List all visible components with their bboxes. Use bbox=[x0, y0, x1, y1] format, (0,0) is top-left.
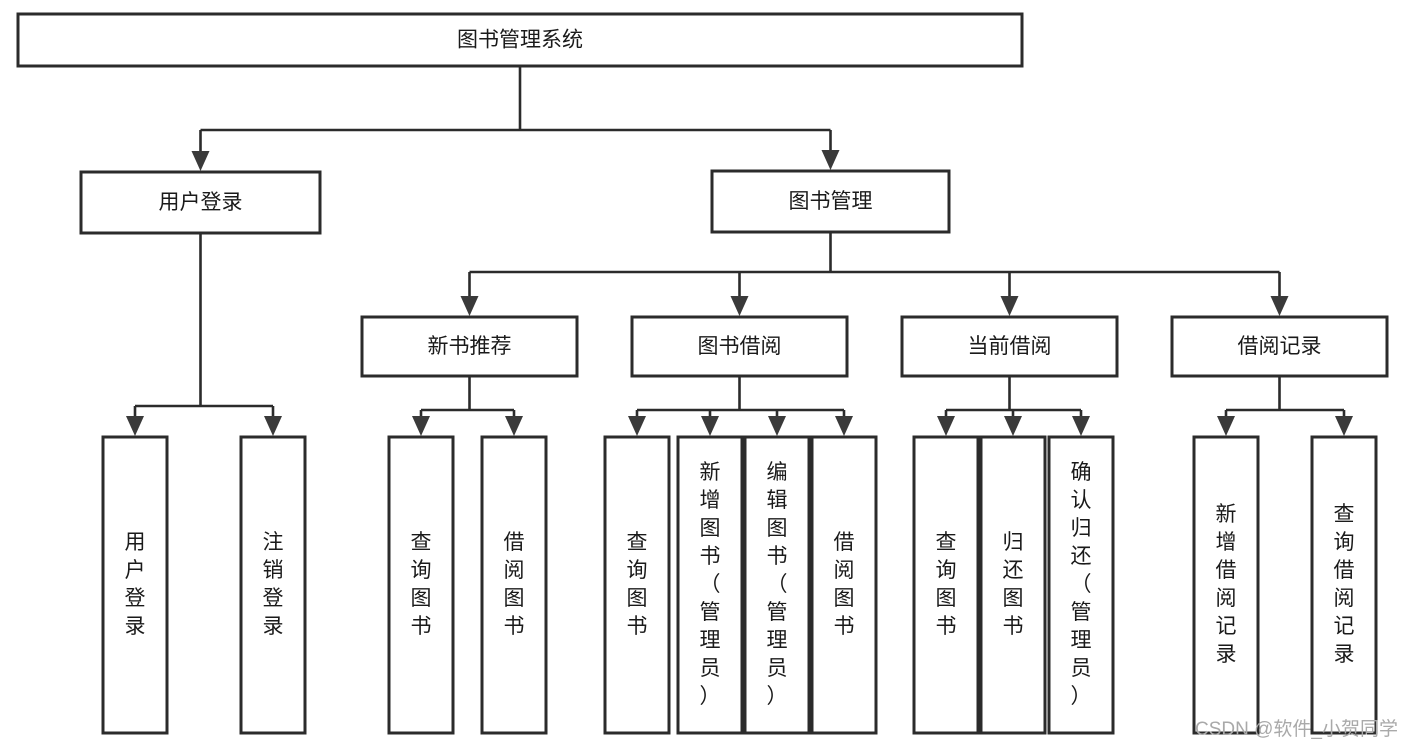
node-label-leaf-confirm-return-admin: 确认归还（管理员） bbox=[1071, 461, 1092, 708]
node-label-leaf-query-book-current: 查询图书 bbox=[936, 531, 957, 638]
node-box-leaf-edit-book-admin bbox=[743, 435, 811, 735]
node-label-leaf-query-book-borrow: 查询图书 bbox=[627, 531, 648, 638]
node-label-leaf-add-book-admin: 新增图书（管理员） bbox=[700, 461, 721, 708]
arrow-head-icon bbox=[701, 416, 719, 436]
node-leaf-borrow-book[interactable]: 借阅图书 bbox=[810, 435, 878, 735]
node-label-leaf-user-login: 用户登录 bbox=[125, 531, 146, 638]
node-new-book-recommend[interactable]: 新书推荐 bbox=[360, 315, 579, 378]
node-box-book-management bbox=[710, 169, 951, 234]
node-label-leaf-logout-login: 注销登录 bbox=[263, 531, 284, 638]
node-box-root bbox=[16, 12, 1024, 68]
arrow-head-icon bbox=[730, 296, 749, 316]
node-current-borrow[interactable]: 当前借阅 bbox=[900, 315, 1119, 378]
arrow-head-icon bbox=[1072, 416, 1090, 436]
node-label-borrow-record: 借阅记录 bbox=[1238, 335, 1322, 358]
arrow-head-icon bbox=[191, 151, 210, 171]
arrow-head-icon bbox=[1217, 416, 1235, 436]
arrow-head-icon bbox=[505, 416, 523, 436]
node-root[interactable]: 图书管理系统 bbox=[16, 12, 1024, 68]
node-label-leaf-add-borrow-record: 新增借阅记录 bbox=[1216, 503, 1237, 666]
node-box-leaf-query-book-recommend bbox=[387, 435, 455, 735]
node-box-current-borrow bbox=[900, 315, 1119, 378]
node-leaf-return-book[interactable]: 归还图书 bbox=[979, 435, 1047, 735]
node-box-book-borrow bbox=[630, 315, 849, 378]
arrow-head-icon bbox=[1335, 416, 1353, 436]
node-leaf-query-borrow-record[interactable]: 查询借阅记录 bbox=[1310, 435, 1378, 735]
node-leaf-confirm-return-admin[interactable]: 确认归还（管理员） bbox=[1047, 435, 1115, 735]
node-box-leaf-add-borrow-record bbox=[1192, 435, 1260, 735]
node-box-leaf-user-login bbox=[101, 435, 169, 735]
arrow-head-icon bbox=[1270, 296, 1289, 316]
arrow-head-icon bbox=[937, 416, 955, 436]
node-leaf-logout-login[interactable]: 注销登录 bbox=[239, 435, 307, 735]
node-box-leaf-query-book-borrow bbox=[603, 435, 671, 735]
node-label-leaf-return-book: 归还图书 bbox=[1003, 531, 1024, 638]
arrow-head-icon bbox=[1004, 416, 1022, 436]
node-book-borrow[interactable]: 图书借阅 bbox=[630, 315, 849, 378]
node-label-leaf-query-book-recommend: 查询图书 bbox=[411, 531, 432, 638]
node-leaf-query-book-borrow[interactable]: 查询图书 bbox=[603, 435, 671, 735]
arrow-head-icon bbox=[264, 416, 282, 436]
node-box-leaf-add-book-admin bbox=[676, 435, 744, 735]
node-leaf-user-login[interactable]: 用户登录 bbox=[101, 435, 169, 735]
node-book-management[interactable]: 图书管理 bbox=[710, 169, 951, 234]
node-box-leaf-query-borrow-record bbox=[1310, 435, 1378, 735]
node-box-user-login bbox=[79, 170, 322, 235]
node-label-book-management: 图书管理 bbox=[789, 190, 873, 213]
node-label-new-book-recommend: 新书推荐 bbox=[428, 335, 512, 358]
node-label-current-borrow: 当前借阅 bbox=[968, 335, 1052, 358]
connector-layer bbox=[126, 66, 1353, 436]
node-box-leaf-query-book-current bbox=[912, 435, 980, 735]
node-label-leaf-query-borrow-record: 查询借阅记录 bbox=[1334, 503, 1355, 666]
node-layer: 图书管理系统用户登录图书管理新书推荐图书借阅当前借阅借阅记录用户登录注销登录查询… bbox=[16, 12, 1389, 735]
node-box-leaf-borrow-book bbox=[810, 435, 878, 735]
node-box-borrow-record bbox=[1170, 315, 1389, 378]
node-label-leaf-edit-book-admin: 编辑图书（管理员） bbox=[767, 461, 788, 708]
node-box-new-book-recommend bbox=[360, 315, 579, 378]
node-user-login[interactable]: 用户登录 bbox=[79, 170, 322, 235]
arrow-head-icon bbox=[768, 416, 786, 436]
node-leaf-add-borrow-record[interactable]: 新增借阅记录 bbox=[1192, 435, 1260, 735]
arrow-head-icon bbox=[628, 416, 646, 436]
node-label-leaf-borrow-book-recommend: 借阅图书 bbox=[504, 531, 525, 638]
node-label-root: 图书管理系统 bbox=[457, 29, 583, 52]
node-leaf-query-book-current[interactable]: 查询图书 bbox=[912, 435, 980, 735]
node-leaf-query-book-recommend[interactable]: 查询图书 bbox=[387, 435, 455, 735]
arrow-head-icon bbox=[460, 296, 479, 316]
node-box-leaf-return-book bbox=[979, 435, 1047, 735]
arrow-head-icon bbox=[1000, 296, 1019, 316]
node-label-user-login: 用户登录 bbox=[159, 191, 243, 214]
node-box-leaf-borrow-book-recommend bbox=[480, 435, 548, 735]
node-label-book-borrow: 图书借阅 bbox=[698, 335, 782, 358]
node-leaf-borrow-book-recommend[interactable]: 借阅图书 bbox=[480, 435, 548, 735]
node-leaf-edit-book-admin[interactable]: 编辑图书（管理员） bbox=[743, 435, 811, 735]
csdn-watermark: CSDN @软件_小贺同学 bbox=[1195, 718, 1398, 740]
arrow-head-icon bbox=[126, 416, 144, 436]
node-label-leaf-borrow-book: 借阅图书 bbox=[834, 531, 855, 638]
node-box-leaf-logout-login bbox=[239, 435, 307, 735]
arrow-head-icon bbox=[835, 416, 853, 436]
node-borrow-record[interactable]: 借阅记录 bbox=[1170, 315, 1389, 378]
node-leaf-add-book-admin[interactable]: 新增图书（管理员） bbox=[676, 435, 744, 735]
node-box-leaf-confirm-return-admin bbox=[1047, 435, 1115, 735]
arrow-head-icon bbox=[821, 150, 840, 170]
arrow-head-icon bbox=[412, 416, 430, 436]
